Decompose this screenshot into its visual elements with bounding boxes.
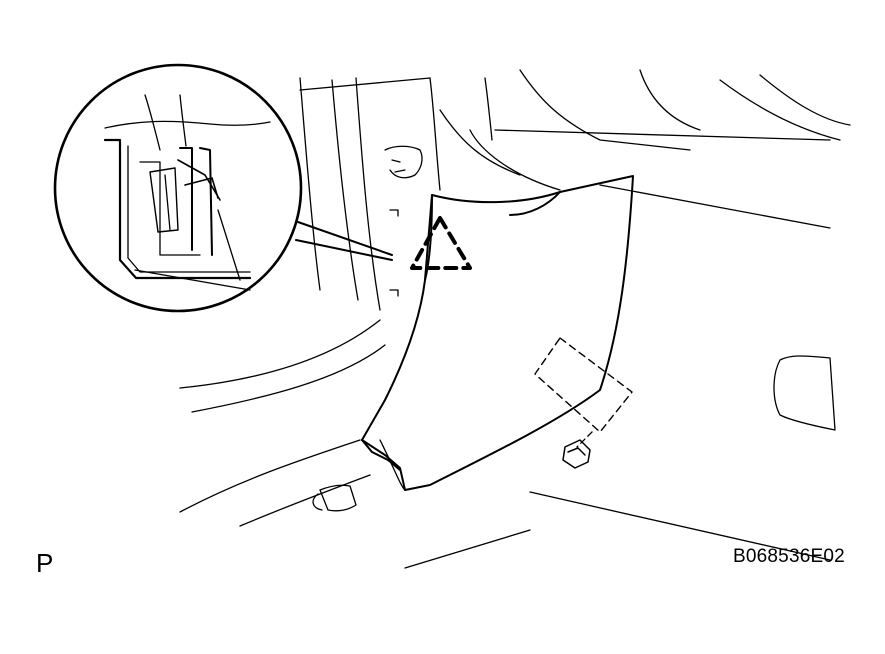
detail-leader — [297, 221, 393, 256]
detail-leader-lower — [295, 239, 393, 261]
kick-panel-trim — [361, 175, 634, 491]
vehicle-body-outlines — [179, 69, 851, 569]
dashed-rectangle-icon — [534, 337, 633, 433]
dashed-triangle-icon — [410, 216, 472, 270]
detail-zoom-circle — [53, 63, 303, 313]
view-letter: P — [36, 548, 54, 578]
bolt-leader-line — [576, 431, 593, 448]
figure-code: B068536E02 — [733, 546, 845, 567]
bolt-icon — [562, 439, 591, 469]
